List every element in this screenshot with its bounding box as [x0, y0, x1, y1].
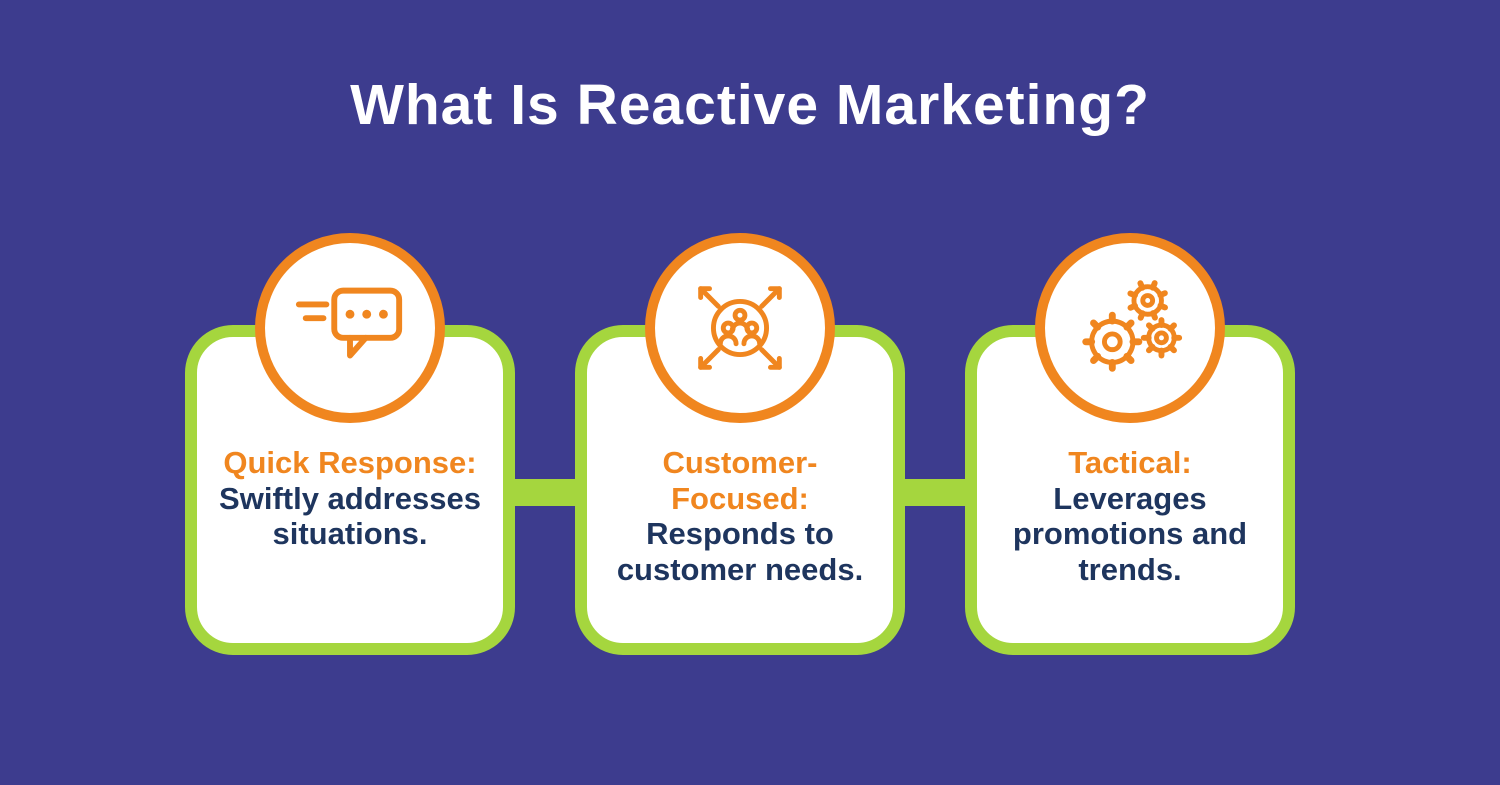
card-heading: Customer-Focused: — [662, 445, 818, 516]
card-body: Swiftly addresses situations. — [219, 480, 481, 552]
card-tactical: Tactical: Leverages promotions and trend… — [965, 233, 1295, 655]
icon-circle-customer-focused — [645, 233, 835, 423]
card-heading: Tactical: — [1068, 445, 1192, 480]
card-body: Responds to customer needs. — [616, 516, 864, 587]
icon-circle-quick-response — [255, 233, 445, 423]
icon-circle-tactical — [1035, 233, 1225, 423]
card-quick-response: Quick Response: Swiftly addresses situat… — [185, 233, 515, 655]
gears-icon — [1082, 280, 1183, 372]
card-heading: Quick Response: — [223, 445, 477, 480]
chat-bubble-icon — [295, 287, 403, 359]
customer-focus-icon — [698, 286, 782, 370]
card-body: Leverages promotions and trends. — [1012, 480, 1248, 587]
card-customer-focused: Customer-Focused: Responds to customer n… — [575, 233, 905, 655]
page-title: What Is Reactive Marketing? — [350, 73, 1150, 137]
